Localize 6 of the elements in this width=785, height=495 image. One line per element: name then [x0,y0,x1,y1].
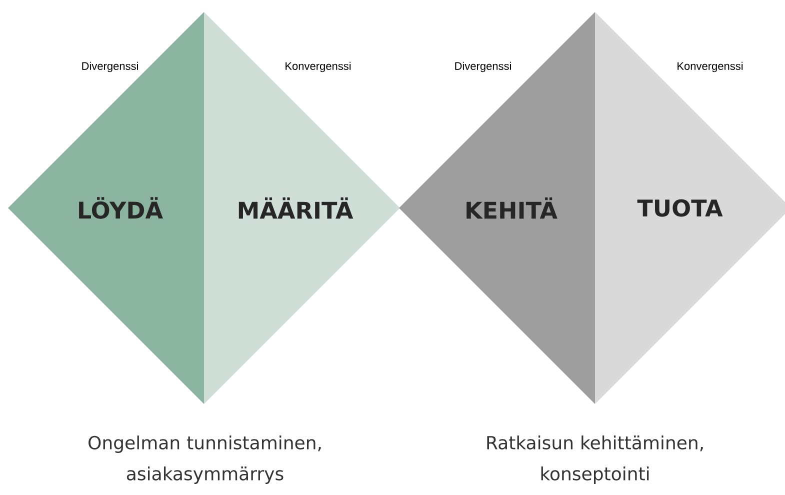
phase-label: Divergenssi [82,62,138,72]
phase-label: Konvergenssi [678,62,743,72]
caption-text: Ongelman tunnistaminen, asiakasymmärrys [88,436,321,484]
caption-text: Ratkaisun kehittäminen, konseptointi [487,436,703,484]
phase-label: Konvergenssi [286,62,351,72]
phase-label: Divergenssi [455,62,511,72]
